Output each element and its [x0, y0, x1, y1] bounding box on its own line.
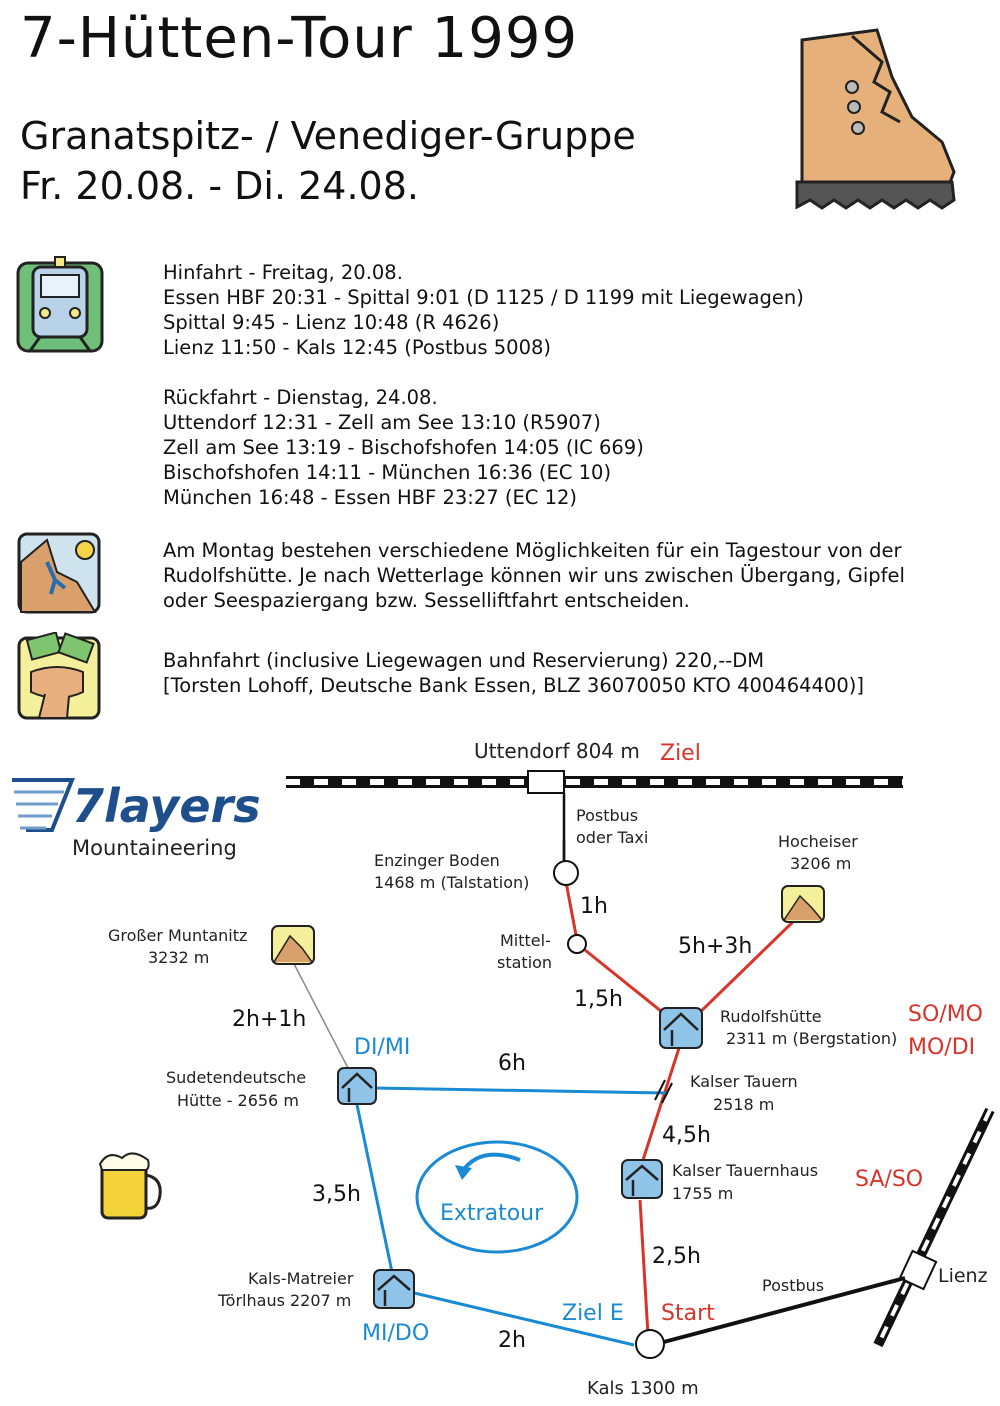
summit-muntanitz-icon [271, 925, 315, 965]
return-line: Bischofshofen 14:11 - München 16:36 (EC … [163, 461, 612, 484]
day-di-mi: DI/MI [354, 1035, 410, 1060]
train-icon [16, 256, 104, 353]
toerlhaus-label: Kals-Matreier [248, 1269, 354, 1288]
pass-mark-icon [654, 1079, 673, 1104]
postbus-taxi-label: Postbus [576, 806, 638, 825]
mittelstation-label-2: station [497, 953, 552, 972]
time-1h: 1h [580, 894, 608, 919]
day-so-mo: SO/MO [908, 1002, 983, 1027]
time-2h1h: 2h+1h [232, 1007, 306, 1032]
extratour-label: Extratour [440, 1201, 544, 1226]
mittelstation-label: Mittel- [500, 931, 551, 950]
postbus-label: Postbus [762, 1276, 824, 1295]
blue-routes [354, 1086, 669, 1347]
lienz-station [898, 1249, 938, 1291]
ziel-e-label: Ziel E [562, 1301, 624, 1326]
beer-mug-icon [98, 1152, 162, 1220]
outbound-line: Lienz 11:50 - Kals 12:45 (Postbus 5008) [163, 336, 552, 359]
hut-rudolfshuette-icon [659, 1007, 703, 1049]
money-hand-icon [17, 632, 101, 720]
kalser-tauern-label: Kalser Tauern [690, 1072, 798, 1091]
hut-tauernhaus-icon [621, 1159, 663, 1199]
postbus-taxi-label-2: oder Taxi [576, 828, 648, 847]
railway-lienz-ties [876, 1109, 992, 1346]
logo-mark: 7layers Mountaineering [12, 778, 261, 860]
cost-line: Bahnfahrt (inclusive Liegewagen und Rese… [163, 649, 765, 672]
day-mo-di: MO/DI [908, 1035, 975, 1060]
muntanitz-trail [291, 959, 349, 1069]
extratour-ellipse [415, 1140, 579, 1254]
hiking-boot-icon [795, 28, 956, 210]
postbus-lienz-line [659, 1276, 906, 1345]
day-mi-do: MI/DO [362, 1321, 429, 1346]
hut-toerlhaus-icon [373, 1269, 415, 1309]
day-sa-so: SA/SO [855, 1167, 923, 1192]
muntanitz-label: Großer Muntanitz [108, 926, 247, 945]
enzinger-node [553, 860, 579, 886]
summit-hocheiser-icon [781, 885, 825, 923]
bank-line: [Torsten Lohoff, Deutsche Bank Essen, BL… [163, 674, 864, 697]
hocheiser-label: Hocheiser [778, 832, 858, 851]
enzinger-label: Enzinger Boden [374, 851, 500, 870]
monday-line: Rudolfshütte. Je nach Wetterlage können … [163, 564, 905, 587]
monday-note: Am Montag bestehen verschiedene Möglichk… [163, 538, 905, 613]
time-3-5h: 3,5h [312, 1182, 361, 1207]
return-line: Rückfahrt - Dienstag, 24.08. [163, 386, 438, 409]
mittelstation-node [567, 934, 587, 954]
time-2h: 2h [498, 1328, 526, 1353]
brand-logo: 7layers Mountaineering [12, 770, 262, 865]
time-2-5h: 2,5h [652, 1244, 701, 1269]
extratour-arrowhead [455, 1165, 472, 1180]
outbound-line: Essen HBF 20:31 - Spittal 9:01 (D 1125 /… [163, 286, 804, 309]
rudolfshuette-elevation: 2311 m (Bergstation) [726, 1029, 897, 1048]
rudolfshuette-label: Rudolfshütte [720, 1007, 822, 1026]
return-line: Uttendorf 12:31 - Zell am See 13:10 (R59… [163, 411, 601, 434]
kals-node [635, 1329, 665, 1359]
tour-dates: Fr. 20.08. - Di. 24.08. [20, 164, 419, 208]
outbound-schedule: Hinfahrt - Freitag, 20.08. Essen HBF 20:… [163, 260, 804, 360]
muntanitz-elevation: 3232 m [148, 948, 209, 967]
start-label: Start [661, 1301, 715, 1326]
lienz-label: Lienz [938, 1265, 988, 1287]
ziel-label: Ziel [660, 741, 701, 766]
time-6h: 6h [498, 1051, 526, 1076]
tauernhaus-elevation: 1755 m [672, 1184, 733, 1203]
page-title: 7-Hütten-Tour 1999 [20, 6, 579, 71]
logo-tagline: Mountaineering [72, 836, 237, 860]
logo-brand-text: 7layers [72, 779, 261, 833]
tauernhaus-label: Kalser Tauernhaus [672, 1161, 818, 1180]
cost-note: Bahnfahrt (inclusive Liegewagen und Rese… [163, 648, 864, 698]
hut-sudeten-icon [337, 1067, 377, 1105]
hocheiser-elevation: 3206 m [790, 854, 851, 873]
sudeten-elevation: Hütte - 2656 m [177, 1091, 299, 1110]
time-5h3h: 5h+3h [678, 934, 752, 959]
kals-label: Kals 1300 m [587, 1378, 699, 1399]
return-line: München 16:48 - Essen HBF 23:27 (EC 12) [163, 486, 578, 509]
return-schedule: Rückfahrt - Dienstag, 24.08. Uttendorf 1… [163, 385, 644, 510]
monday-line: Am Montag bestehen verschiedene Möglichk… [163, 539, 902, 562]
route-map: Uttendorf 804 m Ziel [98, 739, 995, 1399]
outbound-line: Hinfahrt - Freitag, 20.08. [163, 261, 403, 284]
enzinger-elevation: 1468 m (Talstation) [374, 873, 529, 892]
page-subtitle: Granatspitz- / Venediger-Gruppe [20, 114, 636, 158]
monday-line: oder Seespaziergang bzw. Sesselliftfahrt… [163, 589, 690, 612]
time-1-5h: 1,5h [574, 987, 623, 1012]
return-line: Zell am See 13:19 - Bischofshofen 14:05 … [163, 436, 644, 459]
outbound-line: Spittal 9:45 - Lienz 10:48 (R 4626) [163, 311, 500, 334]
climbing-icon [17, 532, 101, 614]
sudeten-label: Sudetendeutsche [166, 1068, 306, 1087]
uttendorf-label: Uttendorf 804 m [474, 739, 640, 763]
uttendorf-station [527, 770, 565, 794]
time-4-5h: 4,5h [662, 1123, 711, 1148]
kalser-tauern-elevation: 2518 m [713, 1095, 774, 1114]
toerlhaus-elevation: Törlhaus 2207 m [217, 1291, 351, 1310]
